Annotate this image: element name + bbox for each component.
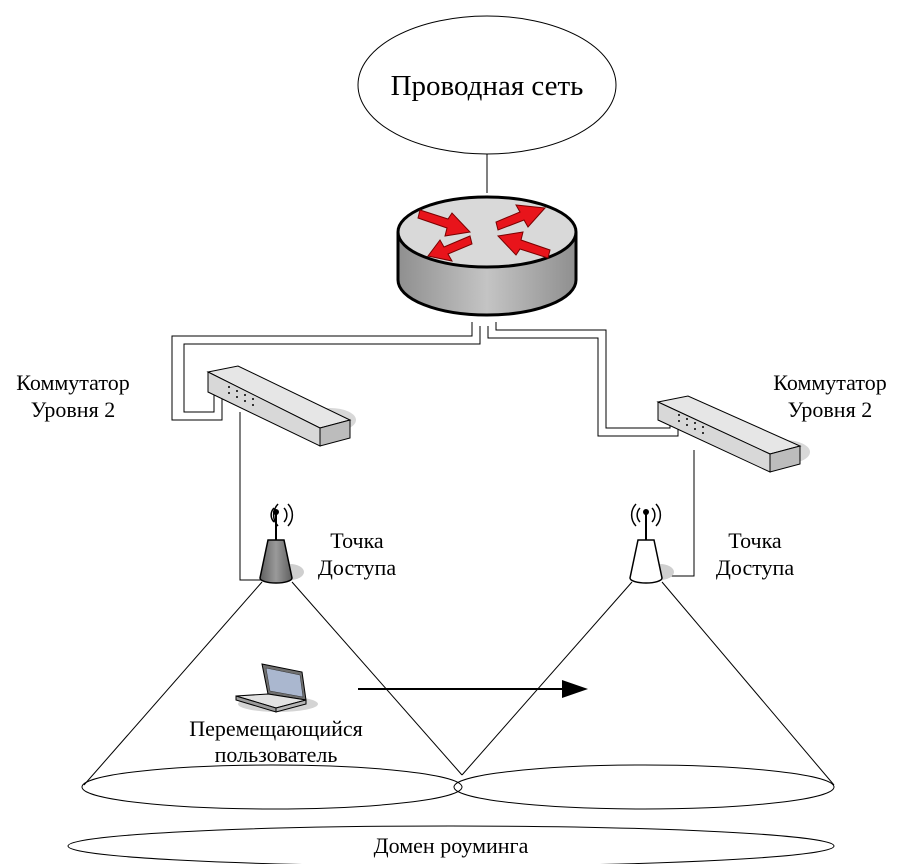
router-switch-cables — [171, 322, 679, 437]
switch-right-label-line2: Уровня 2 — [788, 397, 872, 422]
coverage-right — [453, 581, 835, 810]
access-point-right-icon — [629, 503, 674, 584]
switch-right-label-line1: Коммутатор — [773, 370, 886, 395]
coverage-left — [81, 581, 463, 810]
roaming-domain-label: Домен роуминга — [374, 833, 529, 858]
wired-network-label: Проводная сеть — [391, 70, 584, 102]
switch-left-icon — [206, 365, 356, 447]
ap-left-label-line1: Точка — [330, 528, 384, 553]
ap-left-label-line2: Доступа — [318, 555, 396, 580]
switch-ap-right-link — [660, 450, 695, 577]
router-icon — [396, 195, 578, 317]
switch-ap-left-link — [239, 412, 262, 581]
movement-arrow — [358, 680, 588, 698]
user-label-line2: пользователь — [215, 742, 338, 767]
ap-right-label-line2: Доступа — [716, 555, 794, 580]
switch-left-label-line1: Коммутатор — [16, 370, 129, 395]
user-label-line1: Перемещающийся — [189, 716, 363, 741]
switch-left-label-line2: Уровня 2 — [31, 397, 115, 422]
laptop-icon — [235, 663, 318, 713]
wired-network-node: Проводная сеть — [357, 15, 617, 155]
access-point-left-icon — [259, 503, 304, 584]
ap-right-label-line1: Точка — [728, 528, 782, 553]
roaming-domain: Домен роуминга — [67, 825, 835, 864]
switch-right-icon — [656, 395, 810, 473]
